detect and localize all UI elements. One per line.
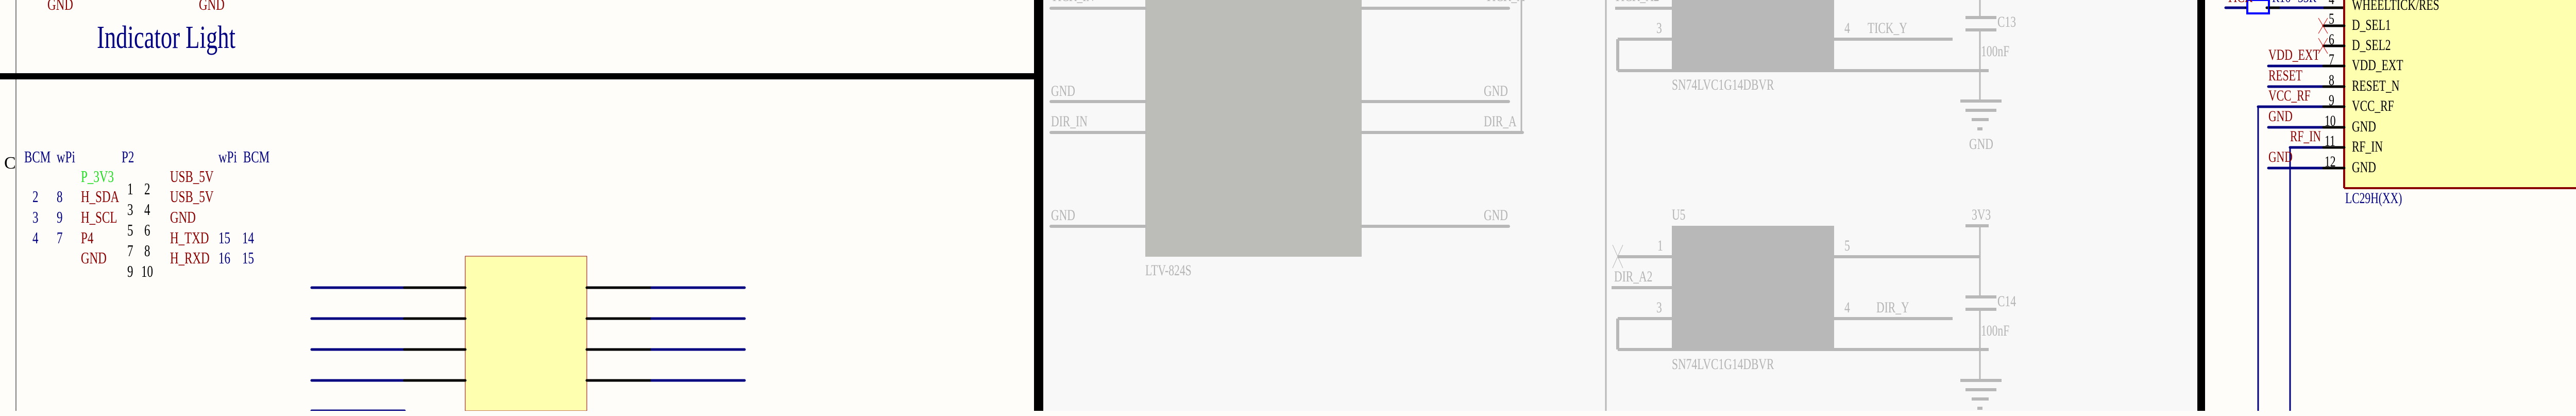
pin-number: 3 (127, 200, 133, 219)
pin-name: D_SEL1 (2352, 16, 2391, 34)
pin-name: VDD_EXT (2352, 57, 2403, 74)
pin-number: 2 (144, 179, 150, 198)
bcm-number: 4 (32, 228, 39, 247)
resistor-value: 33R (2298, 0, 2316, 5)
net-label: H_RXD (170, 248, 210, 267)
pin-label: TICK_IN (1051, 0, 1094, 4)
pin-name: VCC_RF (2352, 97, 2394, 114)
pin-number: 5 (127, 221, 133, 239)
pin-number: 1 (127, 179, 133, 198)
net-label: GND (2268, 148, 2293, 165)
net-label: TICK_Y (1868, 20, 1907, 37)
net-label: GND (170, 208, 196, 226)
column-header-wpi: wPi (57, 147, 75, 166)
section-title: Indicator Light (97, 20, 235, 55)
wpi-number: 7 (57, 228, 63, 247)
wpi-number: 9 (57, 208, 63, 226)
pin-number: 6 (144, 221, 150, 239)
part-number: SN74LVC1G14DBVR (1672, 76, 1774, 93)
cap-designator: C13 (1997, 13, 2016, 30)
pin-label: DIR_IN (1051, 113, 1088, 130)
pin-number: 9 (127, 262, 133, 280)
cap-value: 100nF (1981, 43, 2010, 60)
pin-number: 9 (2329, 92, 2334, 109)
net-label: H_TXD (170, 228, 209, 247)
pin-number: 7 (2329, 51, 2334, 68)
power-label: 3V3 (1972, 206, 1991, 223)
pin-label: GND (1051, 82, 1075, 99)
net-label: VCC_RF (2268, 87, 2311, 104)
net-label: H_SCL (81, 208, 117, 226)
resistor-designator: R16 (2272, 0, 2291, 5)
pin-label: GND (1484, 82, 1508, 99)
pin-number: 8 (2329, 72, 2334, 89)
part-number: LTV-824S (1145, 262, 1192, 279)
pin-number: 1 (1657, 237, 1663, 254)
net-label: GND (2268, 108, 2293, 125)
net-label: USB_5V (170, 187, 214, 206)
pin-name: GND (2352, 159, 2376, 176)
net-label: VDD_EXT (2268, 46, 2320, 63)
pin-name: RF_IN (2352, 138, 2383, 155)
zone-label-left: C (4, 154, 16, 173)
pin-number: 4 (144, 200, 150, 219)
wpi-number: 8 (57, 187, 63, 206)
pin-number: 4 (2329, 0, 2334, 7)
wpi-number: 16 (218, 248, 231, 267)
net-label: USB_5V (170, 167, 214, 186)
net-label: DIR_Y (1876, 299, 1909, 316)
pin-number: 10 (2325, 112, 2336, 129)
pin-number: 7 (127, 241, 133, 260)
component-designator: P2 (122, 147, 134, 166)
bcm-number: 14 (242, 228, 255, 247)
pin-number: 8 (144, 241, 150, 260)
pin-name: WHEELTICK/RES (2352, 0, 2439, 13)
bcm-number: 2 (32, 187, 39, 206)
part-number: SN74LVC1G14DBVR (1672, 356, 1774, 373)
pin-number: 3 (1656, 299, 1662, 316)
bcm-number: 15 (242, 248, 255, 267)
net-label: TICK_A2 (1614, 0, 1659, 4)
net-label: RESET (2268, 67, 2303, 84)
cap-designator: C14 (1997, 293, 2016, 310)
pin-number: 4 (1844, 20, 1850, 37)
pin-name: GND (2352, 118, 2376, 135)
gnd-label: GND (47, 0, 73, 13)
column-header-bcm: BCM (243, 147, 270, 166)
pin-number: 12 (2325, 153, 2336, 170)
wpi-number: 15 (218, 228, 231, 247)
bcm-number: 3 (32, 208, 39, 226)
pin-label: GND (1051, 207, 1075, 224)
net-label: P4 (81, 228, 94, 247)
net-label-p3v3: P_3V3 (81, 167, 114, 186)
pin-number: 4 (1844, 299, 1850, 316)
net-label: TICK (2227, 0, 2252, 5)
pin-name: RESET_N (2352, 77, 2400, 94)
ground-label: GND (1969, 136, 1993, 153)
column-header-wpi: wPi (218, 147, 237, 166)
pin-label: TICK_A (1485, 0, 1525, 4)
pin-label: GND (1484, 207, 1508, 224)
pin-number: 11 (2325, 132, 2335, 149)
gnd-label: GND (199, 0, 225, 13)
component-designator: U5 (1672, 206, 1686, 223)
pin-number: 10 (141, 262, 154, 280)
pin-number: 5 (2329, 10, 2334, 27)
net-label: DIR_A2 (1614, 268, 1653, 285)
pin-label: DIR_A (1484, 113, 1517, 130)
net-label: GND (81, 248, 107, 267)
net-label: RF_IN (2290, 128, 2321, 145)
pin-number: 6 (2329, 31, 2334, 48)
pin-number: 5 (1844, 237, 1850, 254)
pin-name: D_SEL2 (2352, 37, 2391, 54)
part-number: LC29H(XX) (2345, 190, 2402, 207)
cap-value: 100nF (1981, 322, 2010, 339)
pin-number: 3 (1656, 20, 1662, 37)
column-header-bcm: BCM (24, 147, 51, 166)
net-label: H_SDA (81, 187, 120, 206)
